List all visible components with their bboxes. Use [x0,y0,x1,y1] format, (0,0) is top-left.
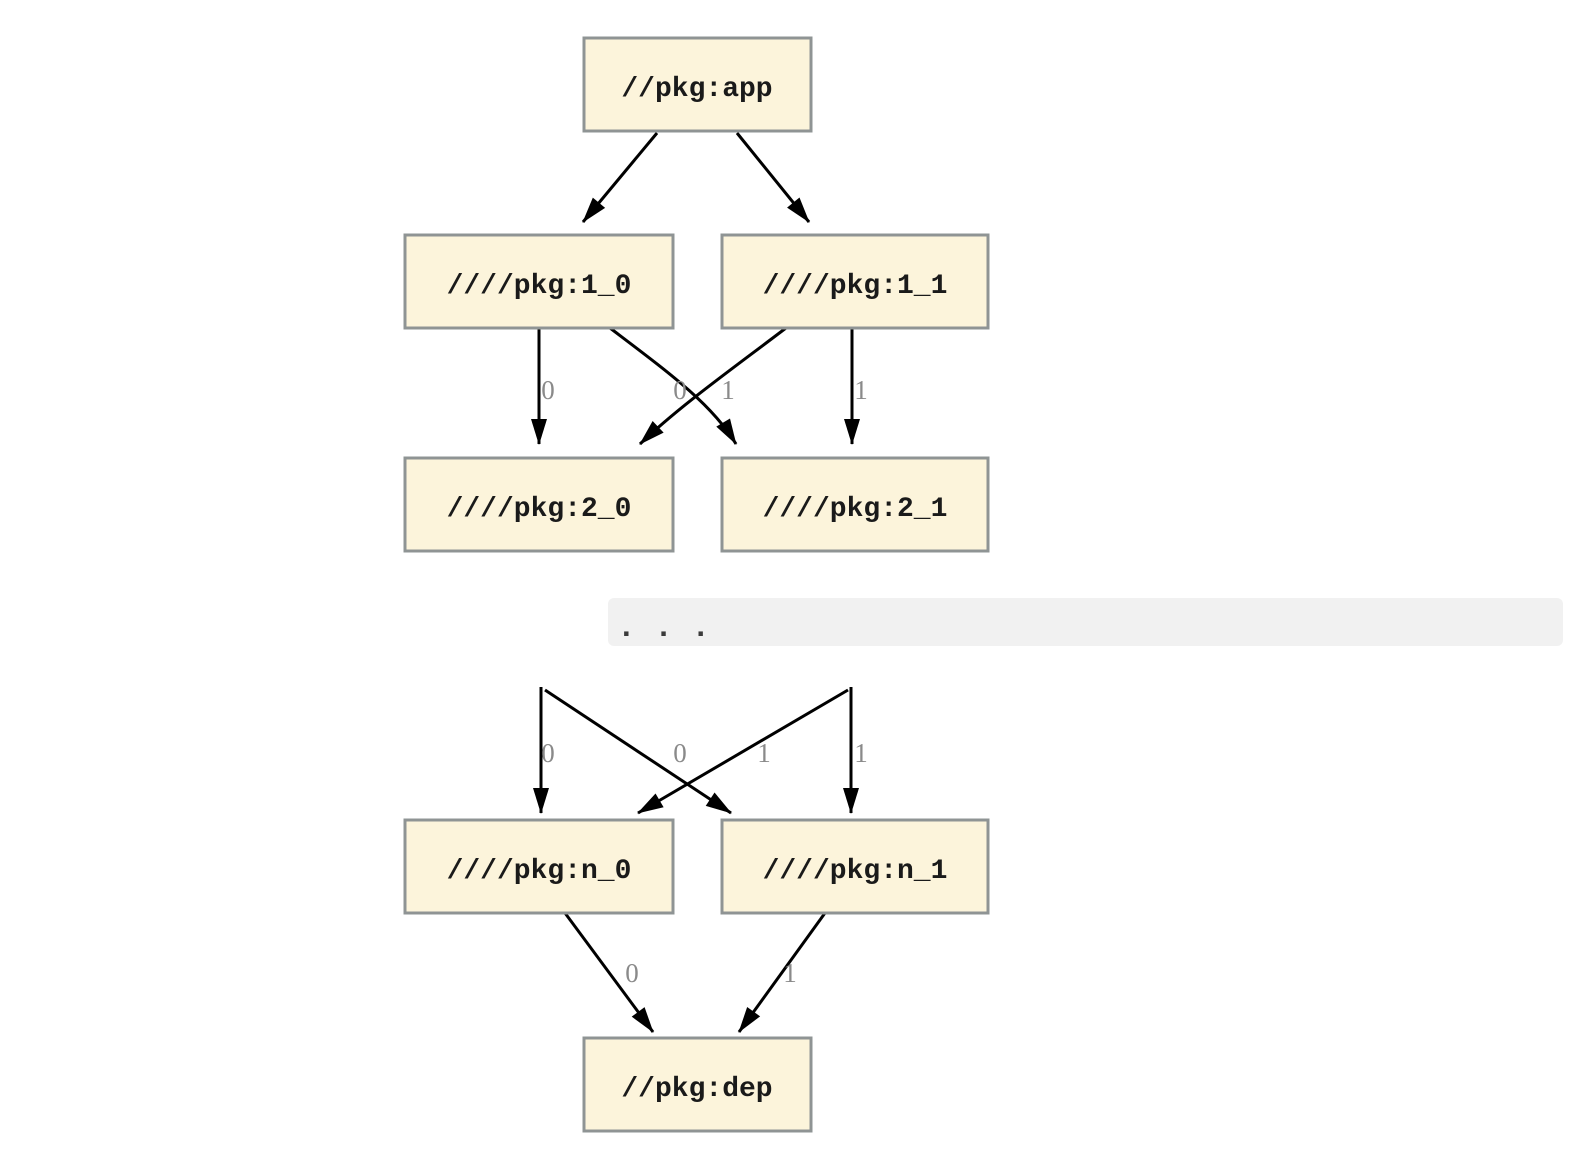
node-n-0-label: ////pkg:n_0 [447,856,632,887]
edges-top [581,132,811,223]
edge-n-0-to-dep [563,912,655,1033]
ellipsis-band: . . . [608,598,1563,646]
edge-label-1-0-to-2-0: 0 [541,375,555,405]
node-2-0: ////pkg:2_0 [403,456,675,553]
node-n-0-box [403,818,675,915]
edges-row1-row2: 0 0 1 1 [531,326,868,446]
edge-label-n-0-to-dep: 0 [625,958,639,988]
node-dep: //pkg:dep [582,1036,813,1133]
node-1-0-label: ////pkg:1_0 [447,271,632,302]
node-n-1-box [720,818,990,915]
node-app-box [582,36,813,133]
node-2-1: ////pkg:2_1 [720,456,990,553]
edge-label-to-n-0-cross: 0 [673,738,687,768]
node-2-1-label: ////pkg:2_1 [763,494,948,525]
edge-to-n-0-cross [637,688,849,815]
node-dep-box [582,1036,813,1133]
edge-to-n-1-cross [544,688,732,815]
node-2-0-label: ////pkg:2_0 [447,494,632,525]
node-2-0-box [403,456,675,553]
ellipsis-dots: . . . [617,611,710,646]
node-dep-label: //pkg:dep [621,1074,772,1105]
edge-label-1-1-to-2-1: 1 [854,375,868,405]
edge-label-n-1-to-dep: 1 [783,958,797,988]
edge-app-to-1-1 [735,132,811,223]
edge-label-1-0-to-2-1: 1 [721,375,735,405]
edge-1-1-to-2-0 [638,326,787,446]
edge-label-to-n-1-vertical: 1 [854,738,868,768]
ellipsis-band-background [608,598,1563,646]
edge-1-0-to-2-1 [609,326,738,445]
edge-n-1-to-dep [737,912,827,1033]
edge-label-to-n-1-cross: 1 [757,738,771,768]
node-n-0: ////pkg:n_0 [403,818,675,915]
node-1-1: ////pkg:1_1 [720,233,990,330]
node-1-1-label: ////pkg:1_1 [763,271,948,302]
edges-row-n-dep: 0 1 [563,912,827,1033]
node-n-1: ////pkg:n_1 [720,818,990,915]
edge-app-to-1-0 [581,132,659,223]
node-app: //pkg:app [582,36,813,133]
node-app-label: //pkg:app [621,74,772,105]
node-2-1-box [720,456,990,553]
edges-into-row-n: 0 0 1 1 [533,687,868,815]
edge-label-to-n-0-vertical: 0 [541,738,555,768]
node-n-1-label: ////pkg:n_1 [763,856,948,887]
node-1-1-box [720,233,990,330]
node-1-0: ////pkg:1_0 [403,233,675,330]
edge-label-1-1-to-2-0: 0 [673,375,687,405]
node-1-0-box [403,233,675,330]
